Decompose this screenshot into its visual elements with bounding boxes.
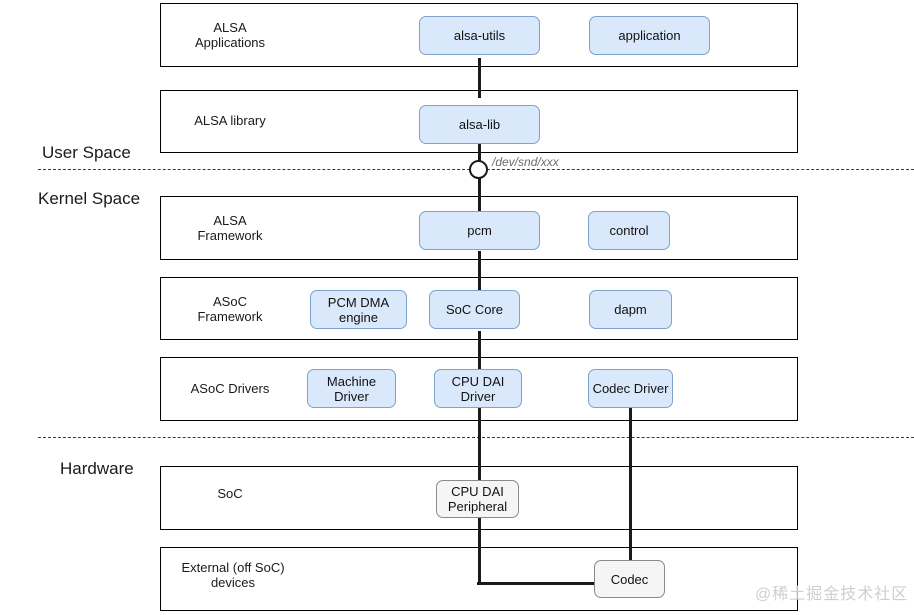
- watermark: @稀土掘金技术社区: [755, 586, 909, 603]
- connector-cpu-dai-to-codec-bus: [477, 582, 597, 585]
- node-codec[interactable]: Codec: [594, 560, 665, 598]
- space-label-user-space: User Space: [42, 143, 131, 162]
- layer-label-soc: SoC: [217, 486, 243, 501]
- connector-junction-to-pcm: [477, 176, 481, 212]
- layer-label-asoc-framework: ASoC Framework: [197, 294, 263, 324]
- node-control[interactable]: control: [588, 211, 670, 250]
- connector-soc-core-to-cpu-dai-driver: [477, 331, 481, 371]
- dev-snd-junction-icon: [469, 160, 488, 179]
- connector-lib-to-junction: [477, 143, 481, 163]
- layer-label-external-devices: External (off SoC) devices: [181, 560, 285, 590]
- node-alsa-utils[interactable]: alsa-utils: [419, 16, 540, 55]
- node-alsa-lib[interactable]: alsa-lib: [419, 105, 540, 144]
- node-pcm[interactable]: pcm: [419, 211, 540, 250]
- divider-kernel-hardware: [38, 437, 914, 438]
- node-dapm[interactable]: dapm: [589, 290, 672, 329]
- node-machine-driver[interactable]: Machine Driver: [307, 369, 396, 408]
- connector-pcm-to-soc-core: [477, 251, 481, 291]
- node-pcm-dma-engine[interactable]: PCM DMA engine: [310, 290, 407, 329]
- dev-snd-junction-label: /dev/snd/xxx: [492, 155, 559, 169]
- connector-apps-to-lib: [477, 58, 481, 98]
- node-soc-core[interactable]: SoC Core: [429, 290, 520, 329]
- node-cpu-dai-peripheral[interactable]: CPU DAI Peripheral: [436, 480, 519, 518]
- connector-codec-driver-to-codec: [628, 405, 632, 563]
- layer-label-asoc-drivers: ASoC Drivers: [190, 381, 270, 396]
- layer-label-alsa-applications: ALSA Applications: [194, 20, 266, 50]
- node-codec-driver[interactable]: Codec Driver: [588, 369, 673, 408]
- space-label-hardware: Hardware: [60, 459, 134, 478]
- node-cpu-dai-driver[interactable]: CPU DAI Driver: [434, 369, 522, 408]
- node-application[interactable]: application: [589, 16, 710, 55]
- space-label-kernel-space: Kernel Space: [38, 189, 141, 208]
- layer-label-alsa-library: ALSA library: [194, 113, 266, 128]
- layer-label-alsa-framework: ALSA Framework: [197, 213, 263, 243]
